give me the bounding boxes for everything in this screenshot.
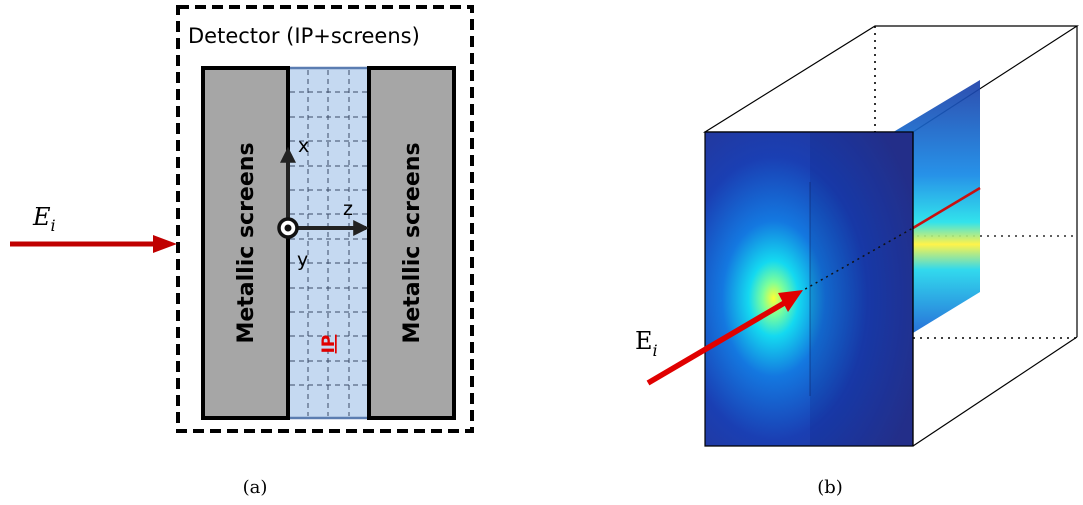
detector-label: Detector (IP+screens) — [188, 24, 420, 48]
beam-label-b: Ei — [635, 327, 658, 360]
axis-z-label: z — [343, 198, 353, 220]
detector-outline — [176, 5, 474, 433]
incident-beam-arrow-b — [646, 299, 788, 386]
caption-b: (b) — [817, 477, 843, 498]
box-top-face — [702, 25, 1080, 133]
panel-b: Ei (b) — [635, 25, 1080, 498]
beam-path-dotted — [799, 227, 914, 293]
side-plane-hotline — [912, 186, 981, 230]
axis-y-label: y — [297, 249, 308, 271]
panel-a: Detector (IP+screens) — [10, 5, 474, 498]
caption-a: (a) — [243, 477, 268, 498]
beam-label-a: Ei — [32, 203, 56, 235]
right-metallic-screen — [367, 66, 456, 420]
imaging-plate-grid — [290, 70, 367, 416]
left-metallic-screen — [201, 66, 290, 420]
right-screen-label: Metallic screens — [400, 142, 425, 343]
ip-label: IP — [319, 335, 339, 354]
box-bottom-edge — [912, 336, 1078, 447]
coordinate-axes: x z y — [277, 135, 370, 271]
left-screen-label: Metallic screens — [234, 142, 259, 343]
axis-x-label: x — [298, 135, 309, 157]
